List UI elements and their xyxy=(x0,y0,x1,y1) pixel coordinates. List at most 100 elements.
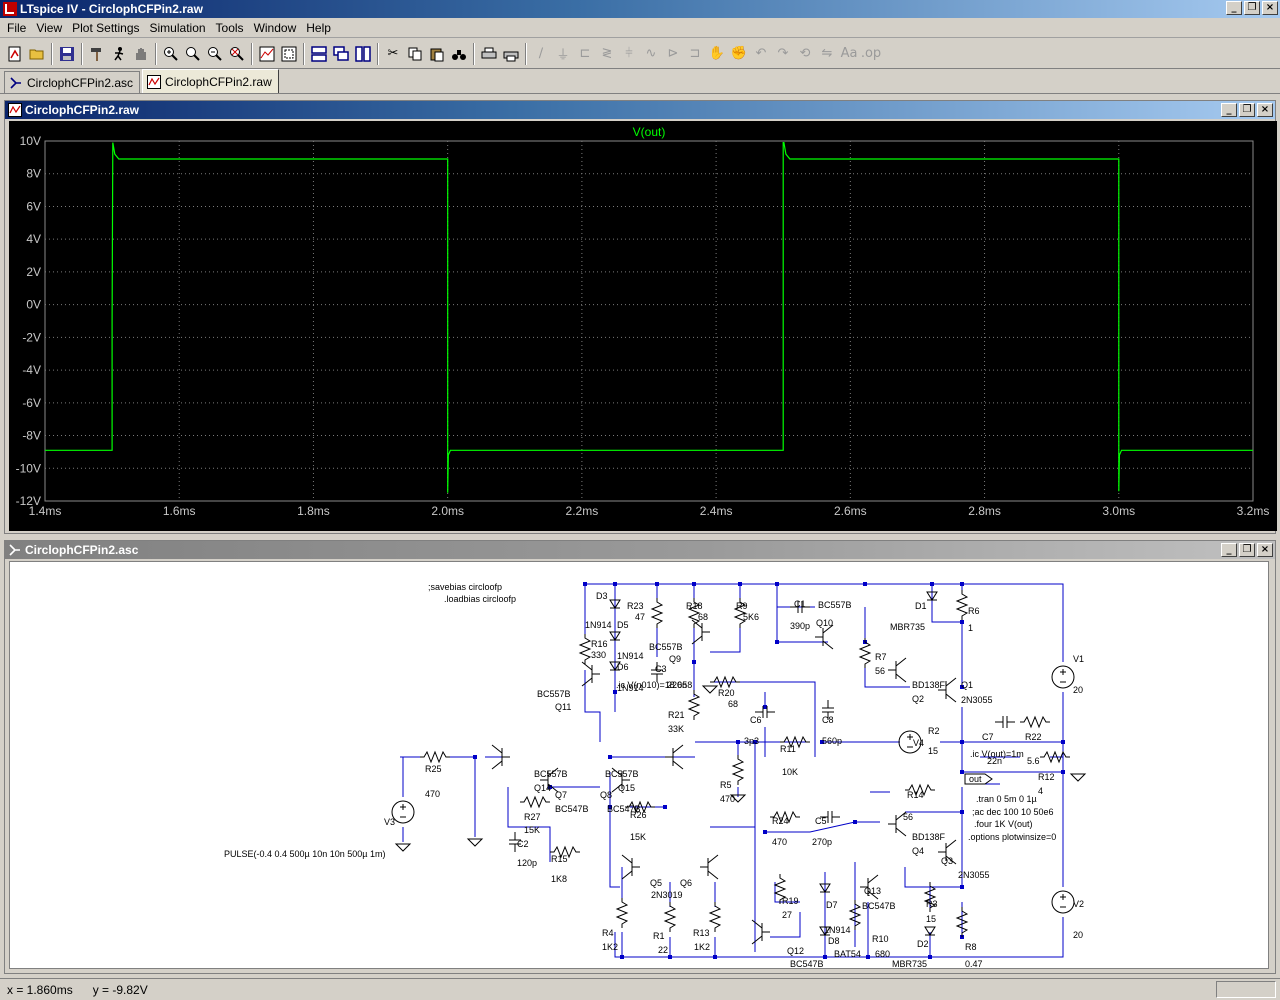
spice-directive[interactable]: .ic V(out)=1m xyxy=(970,749,1024,759)
waveform-window-title-bar[interactable]: CirclophCFPin2.raw _ ❐ × xyxy=(5,101,1275,119)
zoom-out-icon[interactable] xyxy=(204,43,226,65)
resistor-symbol[interactable] xyxy=(923,882,937,912)
diode-symbol[interactable] xyxy=(609,661,621,671)
resistor-symbol[interactable] xyxy=(955,907,969,937)
new-schematic-icon[interactable] xyxy=(4,43,26,65)
resistor-symbol[interactable] xyxy=(955,590,969,620)
paste-icon[interactable] xyxy=(426,43,448,65)
minimize-button[interactable]: _ xyxy=(1226,1,1242,15)
spice-directive-icon[interactable]: .op xyxy=(860,46,882,61)
spice-directive[interactable]: .options plotwinsize=0 xyxy=(968,832,1056,842)
diode-symbol[interactable] xyxy=(819,883,831,893)
wire[interactable] xyxy=(864,667,910,688)
menu-simulation[interactable]: Simulation xyxy=(149,20,206,35)
resistor-symbol[interactable] xyxy=(420,750,450,764)
resistor-symbol[interactable] xyxy=(1040,750,1070,764)
restore-button[interactable]: ❐ xyxy=(1244,1,1260,15)
resistor-symbol[interactable] xyxy=(708,902,722,932)
resistor-symbol[interactable] xyxy=(848,900,862,930)
transistor-symbol[interactable] xyxy=(491,744,510,770)
undo-icon[interactable]: ↶ xyxy=(755,46,767,61)
find-binoculars-icon[interactable] xyxy=(448,43,470,65)
trace-v-out[interactable] xyxy=(45,142,1253,493)
capacitor-symbol[interactable] xyxy=(822,700,834,720)
wire[interactable] xyxy=(710,681,816,757)
capacitor-symbol[interactable] xyxy=(995,716,1015,728)
transistor-symbol[interactable] xyxy=(700,854,719,880)
transistor-symbol[interactable] xyxy=(751,919,770,945)
capacitor-icon[interactable]: ⫩ xyxy=(625,46,633,61)
resistor-symbol[interactable] xyxy=(780,735,810,749)
rotate-icon[interactable]: ⟲ xyxy=(799,46,811,61)
diode-symbol[interactable] xyxy=(609,631,621,641)
inductor-icon[interactable]: ∿ xyxy=(645,46,657,61)
resistor-symbol[interactable] xyxy=(650,598,664,628)
transistor-symbol[interactable] xyxy=(611,767,630,793)
spice-directive[interactable]: .ic V(n010)=18.658 xyxy=(616,680,692,690)
wire[interactable] xyxy=(770,912,801,938)
voltage-source-symbol[interactable] xyxy=(391,800,415,824)
pan-icon[interactable] xyxy=(182,43,204,65)
sch-restore-button[interactable]: ❐ xyxy=(1239,543,1255,557)
autorange-icon[interactable] xyxy=(256,43,278,65)
sch-minimize-button[interactable]: _ xyxy=(1221,543,1237,557)
spice-directive[interactable]: ;savebias circloofp xyxy=(428,582,502,592)
text-icon[interactable]: Aa xyxy=(840,46,858,61)
label-net-icon[interactable]: ⊏ xyxy=(579,46,591,61)
wire[interactable] xyxy=(585,583,1064,662)
sch-close-button[interactable]: × xyxy=(1257,543,1273,557)
tab-waveform[interactable]: CirclophCFPin2.raw xyxy=(142,69,279,93)
manual-limits-icon[interactable] xyxy=(278,43,300,65)
tile-horizontal-icon[interactable] xyxy=(308,43,330,65)
plot-close-button[interactable]: × xyxy=(1257,103,1273,117)
resistor-symbol[interactable] xyxy=(578,634,592,664)
close-button[interactable]: × xyxy=(1262,1,1278,15)
menu-tools[interactable]: Tools xyxy=(215,20,244,35)
menu-view[interactable]: View xyxy=(36,20,63,35)
halt-hand-icon[interactable] xyxy=(130,43,152,65)
capacitor-symbol[interactable] xyxy=(755,706,775,718)
wire[interactable] xyxy=(507,787,551,862)
capacitor-symbol[interactable] xyxy=(509,832,521,852)
spice-directive[interactable]: .loadbias circloofp xyxy=(444,594,516,604)
transistor-symbol[interactable] xyxy=(540,767,559,793)
wire[interactable] xyxy=(609,772,620,888)
resistor-symbol[interactable] xyxy=(770,810,800,824)
open-folder-icon[interactable] xyxy=(26,43,48,65)
diode-symbol[interactable] xyxy=(926,591,938,601)
trace-title[interactable]: V(out) xyxy=(633,125,666,139)
run-icon[interactable] xyxy=(108,43,130,65)
resistor-symbol[interactable] xyxy=(615,898,629,928)
diode-symbol[interactable] xyxy=(609,599,621,609)
transistor-symbol[interactable] xyxy=(815,624,834,650)
transistor-symbol[interactable] xyxy=(860,874,879,900)
resistor-symbol[interactable] xyxy=(731,755,745,785)
draw-wire-icon[interactable]: ∕ xyxy=(538,46,544,61)
copy-icon[interactable] xyxy=(404,43,426,65)
transistor-symbol[interactable] xyxy=(665,744,684,770)
component-icon[interactable]: ⊐ xyxy=(689,46,701,61)
plot-restore-button[interactable]: ❐ xyxy=(1239,103,1255,117)
control-panel-hammer-icon[interactable] xyxy=(86,43,108,65)
net-label-flag[interactable] xyxy=(964,773,993,785)
spice-directive[interactable]: ;ac dec 100 10 50e6 xyxy=(972,807,1054,817)
resistor-symbol[interactable] xyxy=(663,902,677,932)
mirror-icon[interactable]: ⇋ xyxy=(821,46,833,61)
resistor-symbol[interactable] xyxy=(733,598,747,628)
transistor-symbol[interactable] xyxy=(691,619,710,645)
move-hand-icon[interactable]: ✋ xyxy=(708,46,726,61)
capacitor-symbol[interactable] xyxy=(651,662,663,682)
diode-symbol[interactable] xyxy=(819,926,831,936)
resistor-symbol[interactable] xyxy=(710,675,740,689)
diode-symbol[interactable] xyxy=(924,926,936,936)
transistor-symbol[interactable] xyxy=(621,854,640,880)
resistor-symbol[interactable] xyxy=(773,874,787,904)
ground-icon[interactable]: ⏚ xyxy=(556,48,570,63)
transistor-symbol[interactable] xyxy=(888,811,907,837)
transistor-symbol[interactable] xyxy=(581,661,600,687)
wire[interactable] xyxy=(931,584,962,623)
